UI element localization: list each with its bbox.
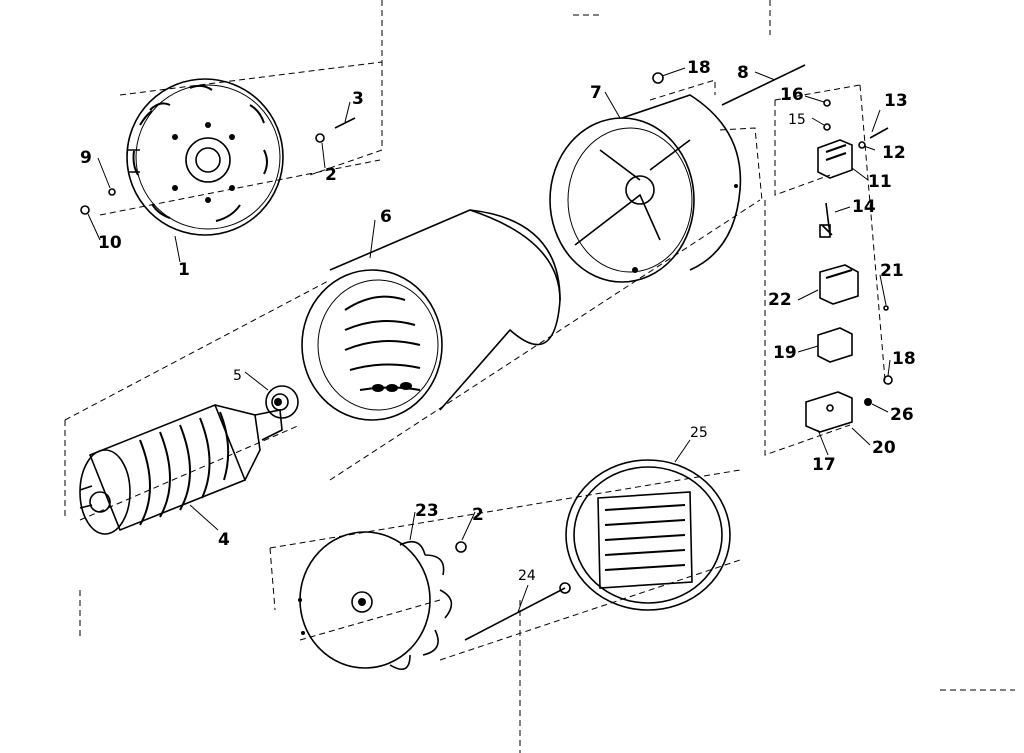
callout-6: 6 <box>380 207 392 227</box>
part-5-bearing <box>265 385 299 419</box>
callout-13: 13 <box>884 91 908 111</box>
callout-10: 10 <box>98 233 122 253</box>
callout-3: 3 <box>352 89 364 109</box>
part-4-armature <box>79 403 283 535</box>
part-24-rod <box>464 582 571 641</box>
switch-components <box>805 139 859 433</box>
callout-18: 18 <box>687 58 711 78</box>
part-1-end-bell <box>126 78 284 236</box>
callout-16: 16 <box>780 85 804 105</box>
callout-2: 2 <box>472 505 484 525</box>
callout-15: 15 <box>788 112 806 128</box>
part-8-rod <box>721 64 806 106</box>
callout-12: 12 <box>882 143 906 163</box>
callout-2: 2 <box>325 165 337 185</box>
part-23-fan <box>298 531 453 671</box>
callout-22: 22 <box>768 290 792 310</box>
alignment-guides <box>64 0 1015 753</box>
callout-26: 26 <box>890 405 914 425</box>
callout-7: 7 <box>590 83 602 103</box>
callout-5: 5 <box>233 368 242 384</box>
callout-8: 8 <box>737 63 749 83</box>
callout-1: 1 <box>178 260 190 280</box>
callout-21: 21 <box>880 261 904 281</box>
callout-4: 4 <box>218 530 230 550</box>
part-25-end-cover <box>565 459 731 611</box>
small-hardware <box>80 72 893 553</box>
callout-14: 14 <box>852 197 876 217</box>
part-6-stator-housing <box>301 209 561 421</box>
callout-labels: 1 2 2 3 4 5 6 7 8 9 10 11 12 13 14 15 16… <box>80 58 916 584</box>
part-7-drum <box>549 94 742 283</box>
callout-24: 24 <box>518 568 536 584</box>
callout-23: 23 <box>415 501 439 521</box>
callout-19: 19 <box>773 343 797 363</box>
callout-11: 11 <box>868 172 892 192</box>
callout-25: 25 <box>690 425 708 441</box>
callout-18: 18 <box>892 349 916 369</box>
callout-20: 20 <box>872 438 896 458</box>
leader-lines <box>87 67 891 613</box>
callout-9: 9 <box>80 148 92 168</box>
callout-17: 17 <box>812 455 836 475</box>
